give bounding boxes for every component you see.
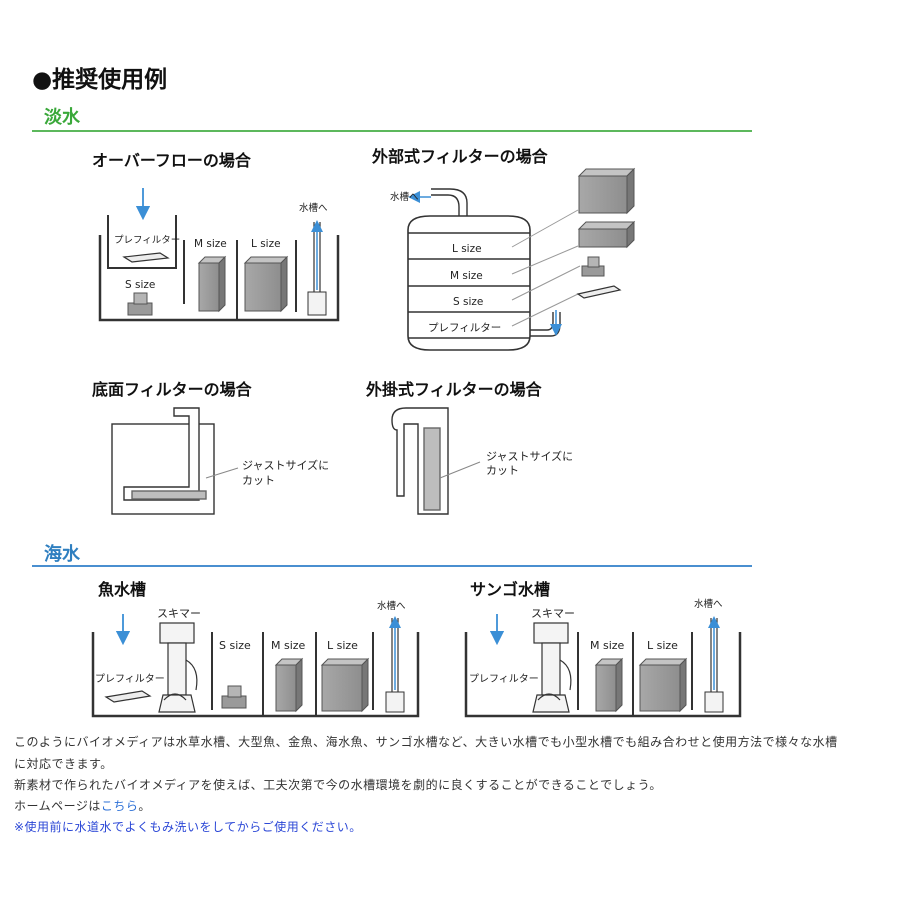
external-prefilter-mat [576,285,622,299]
external-to-tank-label: 水槽へ [390,191,419,203]
overflow-l-media [243,255,289,313]
external-leader-lines [511,209,581,327]
fish-skimmer [158,622,198,713]
hangon-leader-line [439,461,481,479]
saltwater-divider [32,565,752,567]
saltwater-heading: 海水 [44,544,80,565]
freshwater-divider [32,130,752,132]
coral-skimmer-label: スキマー [531,607,575,620]
fish-tank-diagram [91,632,420,718]
fish-to-tank-label: 水槽へ [377,600,406,612]
overflow-s-size-label: S size [125,279,155,291]
freshwater-heading: 淡水 [44,107,80,128]
fish-s-media [221,685,247,709]
homepage-suffix: 。 [138,799,151,813]
external-filter-title: 外部式フィルターの場合 [372,147,548,166]
bottom-leader-line [205,467,239,479]
external-m-media [577,220,636,249]
coral-m-size-label: M size [590,639,625,652]
fish-return-pump [385,618,405,713]
fish-m-media [274,657,304,713]
fish-m-size-label: M size [271,639,306,652]
description-line2: に対応できます。 [14,757,113,771]
fish-prefilter-mat [104,690,152,703]
bottom-note-line2: カット [242,474,275,487]
homepage-prefix: ホームページは [14,799,101,813]
overflow-s-media [127,292,153,316]
fish-prefilter-label: プレフィルター [95,673,165,685]
hangon-filter-diagram [391,407,449,515]
hangon-note-line2: カット [486,464,519,477]
overflow-prefilter-label: プレフィルター [114,235,180,246]
external-l-size-label: L size [452,243,482,255]
overflow-prefilter-mat [122,252,170,263]
external-s-media [581,256,605,277]
overflow-return-pump [307,222,327,316]
external-filter-diagram [407,188,561,351]
fish-l-media [320,657,370,713]
homepage-link[interactable]: こちら [100,799,139,813]
coral-l-media [638,657,688,713]
coral-skimmer [532,622,572,713]
external-m-size-label: M size [450,270,483,282]
overflow-l-size-label: L size [251,238,281,250]
fish-s-size-label: S size [219,639,251,652]
coral-return-pump [704,618,724,713]
overflow-to-tank-label: 水槽へ [299,202,328,214]
coral-m-media [594,657,624,713]
external-s-size-label: S size [453,296,483,308]
description-line3: 新素材で作られたバイオメディアを使えば、工夫次第で今の水槽環境を劇的に良くするこ… [14,778,662,792]
coral-to-tank-label: 水槽へ [694,598,723,610]
hangon-note-line1: ジャストサイズに [486,449,573,463]
bottom-filter-diagram [111,407,215,515]
description-line1: このようにバイオメディアは水草水槽、大型魚、金魚、海水魚、サンゴ水槽など、大きい… [14,735,838,749]
bottom-note-line1: ジャストサイズに [242,458,329,472]
page-title: ●推奨使用例 [32,67,168,93]
hangon-filter-title: 外掛式フィルターの場合 [366,380,542,399]
overflow-title: オーバーフローの場合 [92,151,251,170]
coral-tank-title: サンゴ水槽 [470,580,551,599]
description-line4: ホームページはこちら。 [14,797,151,814]
coral-prefilter-label: プレフィルター [469,673,539,685]
overflow-m-size-label: M size [194,238,227,250]
coral-l-size-label: L size [647,639,678,652]
overflow-diagram [98,215,340,322]
fish-l-size-label: L size [327,639,358,652]
fish-tank-title: 魚水槽 [98,580,147,599]
bottom-filter-title: 底面フィルターの場合 [92,380,252,399]
coral-tank-diagram [464,632,742,718]
overflow-m-media [197,255,227,313]
fish-skimmer-label: スキマー [157,607,201,620]
usage-warning: ※使用前に水道水でよくもみ洗いをしてからご使用ください。 [14,820,362,834]
external-prefilter-label: プレフィルター [428,322,501,334]
external-l-media [577,167,636,215]
